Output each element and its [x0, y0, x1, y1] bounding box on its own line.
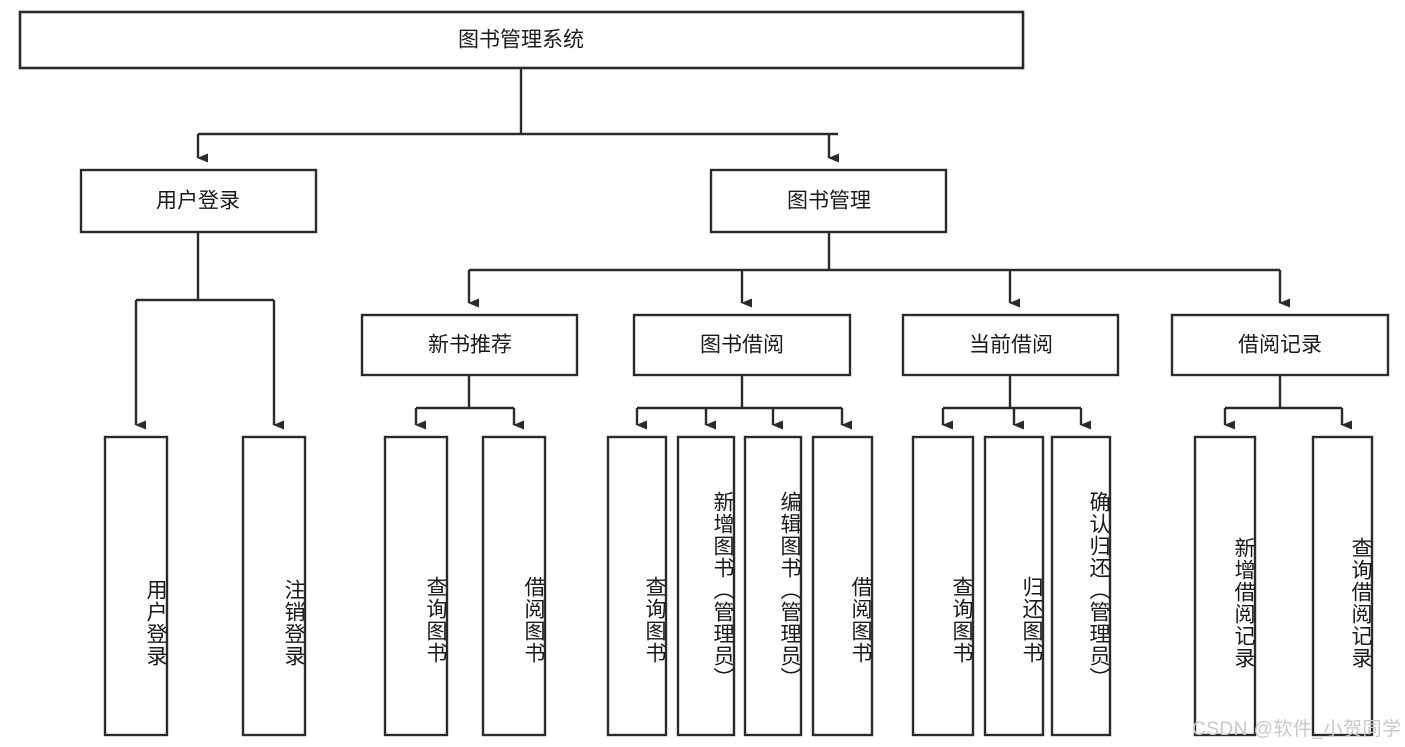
- node-current-borrow[interactable]: 当前借阅: [901, 313, 1120, 377]
- node-book-manage-label: 图书管理: [787, 190, 871, 213]
- node-root[interactable]: 图书管理系统: [18, 10, 1025, 70]
- node-leaf-user-login-box[interactable]: [103, 435, 169, 737]
- node-root-box[interactable]: [18, 10, 1025, 70]
- node-leaf-query-book-borrow-box[interactable]: [606, 435, 668, 737]
- node-root-label: 图书管理系统: [458, 29, 584, 52]
- node-book-borrow-box[interactable]: [632, 313, 852, 377]
- node-leaf-confirm-return-box[interactable]: [1050, 435, 1112, 737]
- node-new-book-rec-box[interactable]: [360, 313, 579, 377]
- csdn-watermark: CSDN @软件_小贺同学: [1192, 719, 1402, 740]
- node-borrow-record[interactable]: 借阅记录: [1170, 313, 1390, 377]
- leaf-node-layer: [103, 435, 1374, 737]
- node-current-borrow-label: 当前借阅: [969, 334, 1053, 357]
- node-current-borrow-box[interactable]: [901, 313, 1120, 377]
- node-book-borrow[interactable]: 图书借阅: [632, 313, 852, 377]
- node-user-login-box[interactable]: [79, 168, 318, 234]
- node-leaf-query-record-box[interactable]: [1311, 435, 1374, 737]
- node-user-login-label: 用户登录: [156, 190, 240, 213]
- node-leaf-logout-box[interactable]: [241, 435, 307, 737]
- node-user-login[interactable]: 用户登录: [79, 168, 318, 234]
- node-leaf-borrow-book-rec-box[interactable]: [481, 435, 547, 737]
- node-leaf-return-book-box[interactable]: [983, 435, 1045, 737]
- connector-layer: [134, 68, 1352, 430]
- node-borrow-record-label: 借阅记录: [1238, 334, 1322, 357]
- node-leaf-query-book-rec-box[interactable]: [383, 435, 449, 737]
- node-book-borrow-label: 图书借阅: [700, 334, 784, 357]
- node-borrow-record-box[interactable]: [1170, 313, 1390, 377]
- node-leaf-add-record-box[interactable]: [1193, 435, 1257, 737]
- node-leaf-edit-book-box[interactable]: [743, 435, 803, 737]
- node-new-book-rec[interactable]: 新书推荐: [360, 313, 579, 377]
- node-new-book-rec-label: 新书推荐: [428, 334, 512, 357]
- node-leaf-borrow-book-box[interactable]: [811, 435, 874, 737]
- node-leaf-add-book-box[interactable]: [676, 435, 736, 737]
- node-book-manage-box[interactable]: [709, 168, 948, 234]
- node-book-manage[interactable]: 图书管理: [709, 168, 948, 234]
- node-leaf-query-book-current-box[interactable]: [911, 435, 975, 737]
